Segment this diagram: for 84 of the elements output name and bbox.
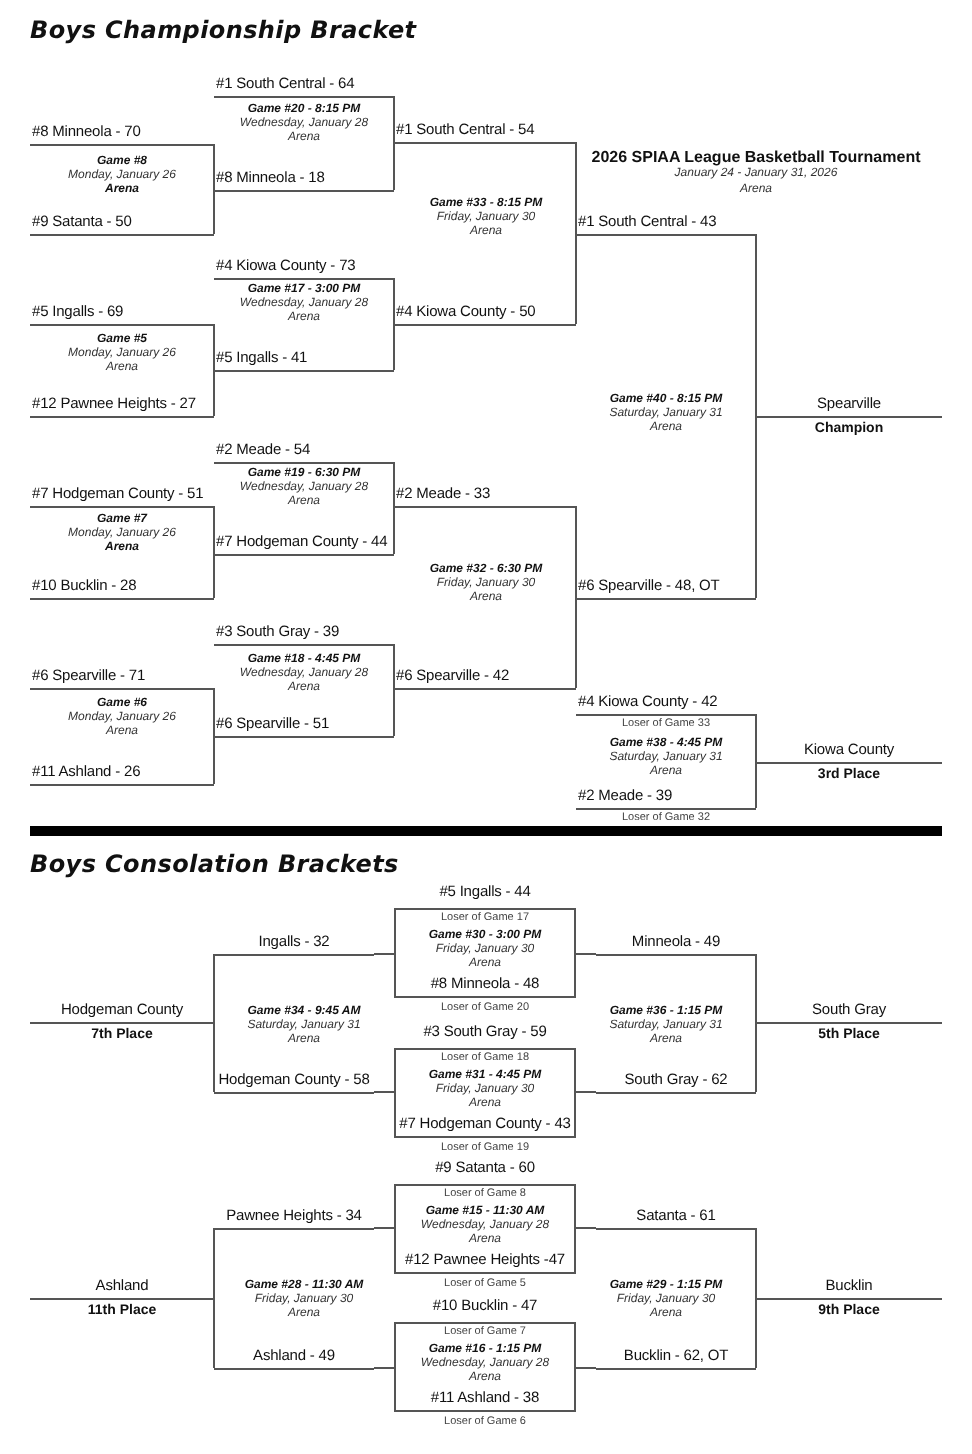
bracket-line [373, 953, 395, 955]
bracket-line [393, 643, 395, 689]
bracket-slot [30, 1276, 214, 1300]
bracket-slot [214, 168, 394, 192]
bracket-line [755, 953, 757, 1023]
bracket-line [393, 505, 395, 555]
bracket-slot [756, 394, 942, 418]
bracket-slot [596, 1206, 756, 1230]
bracket-line [213, 189, 215, 235]
bracket-line [755, 1297, 757, 1369]
bracket-line [373, 1091, 395, 1093]
game-box [394, 1022, 576, 1138]
bracket-line [755, 415, 757, 599]
bracket-line [575, 141, 577, 235]
bracket-slot [30, 212, 214, 236]
bracket-slot [214, 714, 394, 738]
bracket-line [575, 1227, 597, 1229]
bracket-line [213, 553, 215, 599]
bracket-line [213, 687, 215, 737]
bracket-slot [30, 394, 214, 418]
bracket-slot [214, 1346, 374, 1370]
bracket-line [213, 953, 215, 1023]
bracket-slot [30, 666, 214, 690]
bracket-line [393, 277, 395, 325]
bracket-line [755, 233, 757, 417]
section-heading: Boys Championship Bracket [30, 16, 417, 44]
bracket-slot [394, 484, 576, 508]
bracket-line [575, 1091, 597, 1093]
bracket-line [755, 713, 757, 763]
bracket-line [393, 687, 395, 737]
bracket-line [213, 1227, 215, 1299]
bracket-line [575, 505, 577, 599]
bracket-slot [30, 484, 214, 508]
bracket-line [213, 1021, 215, 1093]
bracket-slot [214, 1206, 374, 1230]
bracket-slot [576, 786, 756, 810]
bracket-slot [756, 740, 942, 764]
bracket-line [213, 1297, 215, 1369]
bracket-slot [214, 256, 394, 280]
bracket-line [213, 369, 215, 417]
bracket-line [373, 1367, 395, 1369]
bracket-line [755, 1021, 757, 1093]
bracket-slot [576, 576, 756, 600]
bracket-slot [596, 1346, 756, 1370]
bracket-slot [30, 302, 214, 326]
bracket-slot [576, 212, 756, 236]
bracket-slot [214, 622, 394, 646]
bracket-slot [30, 762, 214, 786]
bracket-line [393, 461, 395, 507]
bracket-slot [214, 932, 374, 956]
bracket-line [373, 1227, 395, 1229]
bracket-slot [394, 120, 576, 144]
bracket-line [213, 143, 215, 191]
bracket-slot [30, 576, 214, 600]
bracket-line [393, 95, 395, 143]
bracket-line [575, 597, 577, 689]
bracket-slot [30, 1000, 214, 1024]
bracket-slot [214, 74, 394, 98]
bracket-line [575, 1367, 597, 1369]
bracket-line [575, 953, 597, 955]
game-box [394, 1158, 576, 1274]
bracket-line [755, 1227, 757, 1299]
bracket-line [213, 505, 215, 555]
bracket-slot [596, 932, 756, 956]
tournament-title: 2026 SPIAA League Basketball Tournament [591, 148, 921, 166]
bracket-slot [394, 302, 576, 326]
bracket-slot [576, 692, 756, 716]
bracket-slot [214, 348, 394, 372]
bracket-slot [596, 1070, 756, 1094]
bracket-slot [756, 1000, 942, 1024]
bracket-slot [214, 532, 394, 556]
bracket-line [393, 323, 395, 371]
bracket-slot [394, 666, 576, 690]
bracket-line [575, 233, 577, 325]
bracket-line [213, 323, 215, 371]
section-heading: Boys Consolation Brackets [30, 850, 399, 878]
bracket-slot [756, 1276, 942, 1300]
game-box [394, 882, 576, 998]
bracket-slot [214, 440, 394, 464]
bracket-line [755, 761, 757, 809]
bracket-slot [30, 122, 214, 146]
bracket-line [213, 735, 215, 785]
game-box [394, 1296, 576, 1412]
bracket-line [393, 141, 395, 191]
